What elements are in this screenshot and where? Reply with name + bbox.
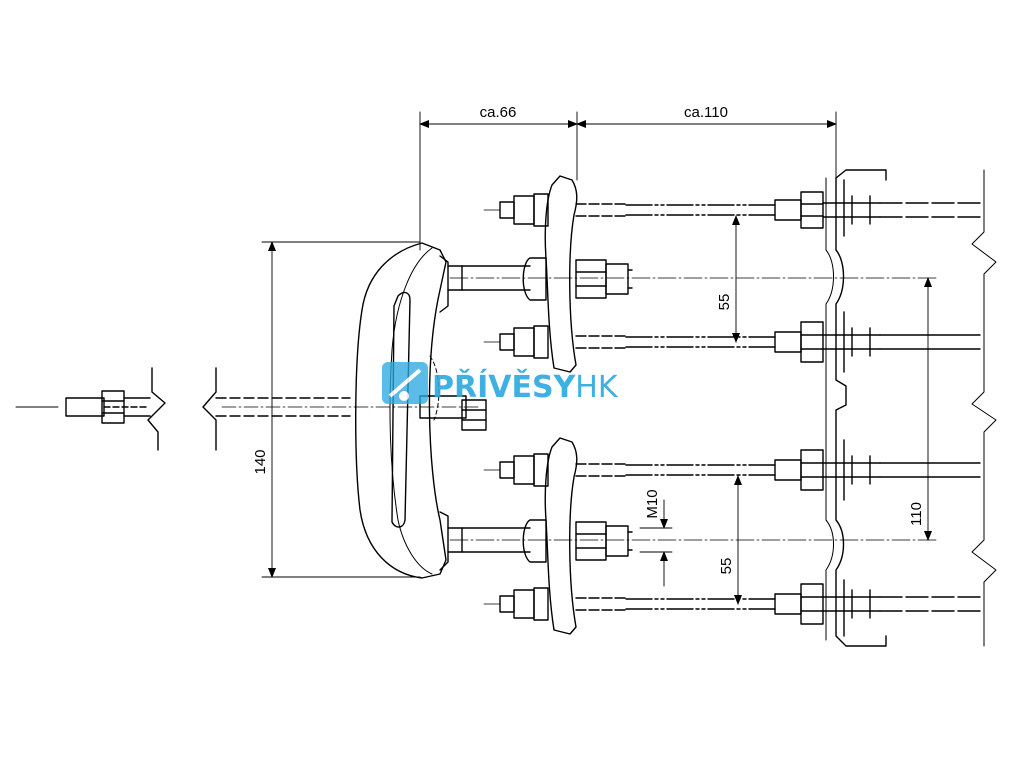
lower-bracket xyxy=(522,437,633,635)
dimension-lines xyxy=(261,111,932,605)
brand-main: PŘÍVĚSYHK xyxy=(432,369,619,405)
curved-clamp-body xyxy=(355,242,449,579)
dim-height-total: 140 xyxy=(252,449,269,474)
dim-thread: M10 xyxy=(644,489,661,518)
spring-plate xyxy=(825,169,887,647)
dim-upper-spacing: 55 xyxy=(716,294,733,311)
trailer-logo-icon xyxy=(382,362,428,404)
bolt-row-2 xyxy=(483,321,881,363)
dimension-labels: ca.66 ca.110 140 55 55 110 M10 xyxy=(252,104,925,574)
lower-rod xyxy=(447,527,937,553)
bolt-row-4 xyxy=(483,583,881,625)
dim-top-right: ca.110 xyxy=(684,104,728,121)
dim-right-spacing: 110 xyxy=(908,502,925,526)
left-axle-stub xyxy=(15,367,481,451)
brand-watermark: PŘÍVĚSYHK xyxy=(382,362,619,405)
right-rods xyxy=(879,169,997,647)
upper-bracket xyxy=(522,175,633,373)
bolt-row-3 xyxy=(483,449,881,491)
center-bolt xyxy=(419,395,487,431)
bolt-row-1 xyxy=(483,191,881,229)
upper-rod xyxy=(447,265,937,291)
dim-lower-spacing: 55 xyxy=(718,558,735,575)
dim-top-left: ca.66 xyxy=(480,104,517,121)
